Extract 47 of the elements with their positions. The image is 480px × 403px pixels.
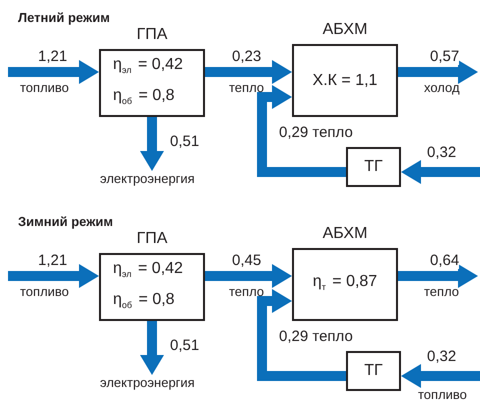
block-text: η$_{эл}$ = 0,42 [113,259,183,281]
edge-label: 0,23 [232,48,262,65]
flow-arrow [401,364,480,388]
block-title: АБХМ [322,20,368,40]
edge-label: 0,29 тепло [279,328,353,345]
flow-arrow [257,85,346,177]
section-heading: Летний режим [18,10,110,26]
flow-arrow [8,264,99,288]
edge-label: 0,51 [170,133,200,150]
block-text: ТГ [364,157,383,177]
flow-arrow [140,117,164,171]
flow-label: электроэнергия [100,171,195,187]
edge-label: 0,64 [430,252,460,269]
flow-label: топливо [20,284,69,300]
edge-label: 0,32 [427,144,456,161]
block-title: АБХМ [322,224,368,244]
flow-arrow [398,264,478,288]
block-text: η$_{об}$ = 0,8 [113,86,175,108]
flow-label: холод [424,80,460,96]
flow-arrow [401,160,480,184]
edge-label: 0,29 тепло [279,124,353,141]
edge-label: 1,21 [38,48,68,65]
block-text: ТГ [364,361,383,381]
flow-label: топливо [418,387,467,403]
block-title: ГПА [136,25,168,45]
block-text: η$_{эл}$ = 0,42 [113,55,183,77]
edge-label: 0,57 [430,48,460,65]
flow-label: тепло [229,80,264,96]
block-text: η$_{об}$ = 0,8 [113,290,175,312]
block-title: ГПА [136,229,168,249]
block-text: η$_{т}$ = 0,87 [312,272,378,294]
edge-label: 0,45 [232,252,262,269]
flow-arrow [205,60,292,84]
flow-arrow [8,60,99,84]
edge-label: 0,51 [170,337,200,354]
flow-arrow [257,289,346,381]
flow-arrow [398,60,478,84]
edge-label: 1,21 [38,252,68,269]
flow-label: топливо [20,80,69,96]
flow-arrow [140,321,164,375]
flow-label: электроэнергия [100,375,195,391]
edge-label: 0,32 [427,348,456,365]
flow-label: тепло [229,284,264,300]
block-text: Х.К = 1,1 [312,70,378,90]
section-heading: Зимний режим [18,214,114,230]
flow-label: тепло [424,284,460,300]
flow-arrow [205,264,292,288]
